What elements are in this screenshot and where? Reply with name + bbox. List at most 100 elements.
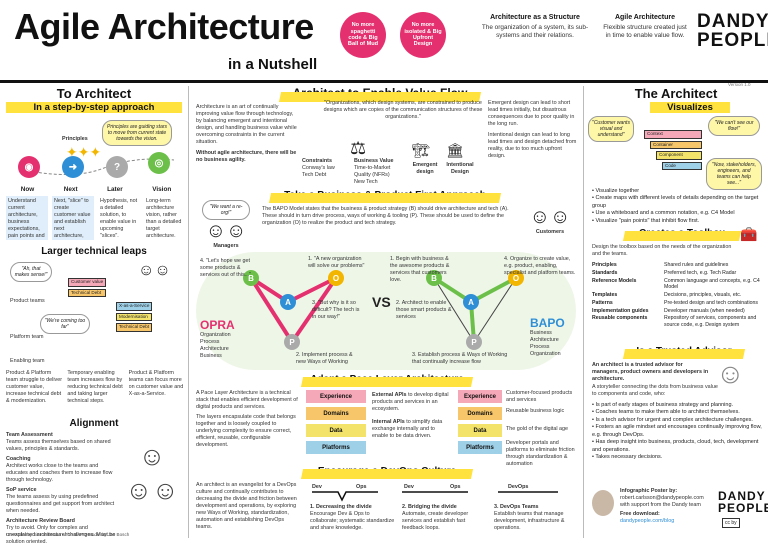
devops-header: Encourage a DevOps Culture xyxy=(300,466,474,479)
devops-combined: DevOps xyxy=(508,484,529,490)
poster-support: with support from the Dandy team xyxy=(620,502,701,509)
opra-step-1: 1. "A new organization will solve our pr… xyxy=(308,256,365,270)
bapo-list-item: Architecture xyxy=(530,337,559,344)
toolbox-key: Reusable components xyxy=(592,315,648,322)
devops-dev-1: Dev xyxy=(312,484,322,490)
alignment-text: Teams assess themselves based on shared … xyxy=(6,439,111,453)
business-value-label: Business Value xyxy=(354,158,394,164)
leap-tags-1: Customer value Technical Debt xyxy=(68,278,107,298)
pace-text-2: The layers encapsulate code that belongs… xyxy=(196,414,296,449)
visual-note-1: "Customer wants visual and understand" xyxy=(588,116,634,142)
visualize-visual: "Customer wants visual and understand" "… xyxy=(588,116,764,190)
the-architect-header: The Architect Visualizes xyxy=(588,86,764,113)
opra-label: OPRA xyxy=(200,318,235,332)
agile-text: Flexible structure created just in time … xyxy=(603,24,687,39)
toolbox-row: Patterns Pre-tested design and tech combi… xyxy=(592,300,766,307)
timeline-path xyxy=(23,158,175,175)
footer-brand-line-1: DANDY xyxy=(718,489,766,503)
advisor-bold: An architect is a trusted advisor for ma… xyxy=(592,362,709,383)
brand-logo: DANDY PEOPLE xyxy=(697,12,768,50)
structure-text: The organization of a system, its sub-sy… xyxy=(481,24,589,39)
location-pin-icon: ◉ xyxy=(18,156,40,178)
toolbox-value: Pre-tested design and tech combinations xyxy=(664,299,759,306)
platforms-note: Developer portals and platforms to elimi… xyxy=(506,440,575,468)
customers-block: ☺☺ Customers xyxy=(522,206,578,236)
timeline-next-text: Next, "slice" to create customer value a… xyxy=(52,196,94,240)
alignment-head: SoP service xyxy=(6,487,37,494)
leaps-visual: "Ah, that makes sense!" "We're coming to… xyxy=(6,258,186,368)
constraints-label: Constraints xyxy=(302,158,332,164)
badge-spaghetti: No more spaghetti code & Big Ball of Mud xyxy=(340,12,386,58)
download-link[interactable]: dandypeople.com/blog xyxy=(620,518,675,525)
timeline-later-text: Hypothesis, not a detailed solution, to … xyxy=(98,196,140,240)
advisor-bullet: Fosters an agile mindset and encourages … xyxy=(592,424,766,439)
devops-divide-svg xyxy=(312,491,558,502)
devops-ops-2: Ops xyxy=(450,484,461,490)
domains-note: Reusable business logic xyxy=(506,408,565,414)
bapo-list-item: Business xyxy=(530,330,552,336)
constraints-block: Constraints Conway's law Tech Debt xyxy=(302,158,352,179)
intentional-text: Intentional design can lead to long lead… xyxy=(488,132,577,160)
layer-data: Data xyxy=(306,424,366,437)
c4-levels: Context Container Component Code xyxy=(644,130,702,171)
bapo-text: The BAPO Model states that the business … xyxy=(262,206,509,227)
opra-list-item: Business xyxy=(200,353,222,360)
toolbox-value: Repository of services, components and s… xyxy=(664,315,757,328)
devops-ops-1: Ops xyxy=(356,484,367,490)
to-architect-title: To Architect xyxy=(56,86,132,101)
step-by-step-title: In a step-by-step approach xyxy=(6,102,182,113)
intro-text: Architecture is an art of continually im… xyxy=(196,104,297,146)
poster-credits: Infographic Poster by: robert.carlsson@d… xyxy=(620,488,716,525)
advisor-figure-icon: ☺ xyxy=(716,358,745,389)
conway-quote: "Organizations, which design systems, ar… xyxy=(323,100,483,121)
constraint-item: Conway's law xyxy=(302,165,335,172)
devops-step-text: Establish teams that manage development,… xyxy=(494,511,565,532)
toolbox-key: Principles xyxy=(592,262,617,268)
leaps-text-1: Product & Platform team struggle to deli… xyxy=(6,370,63,405)
structure-heading: Architecture as a Structure xyxy=(490,14,580,21)
internal-api-text: to simplify data exchange internally and… xyxy=(372,419,443,440)
advisor-bullet: Coaches teams to make them able to archi… xyxy=(592,409,766,416)
alignment-title: Alignment xyxy=(69,418,119,429)
download-head: Free download: xyxy=(620,511,660,518)
experience-note: Customer-focused products and services xyxy=(506,390,573,404)
toolbox-key: Patterns xyxy=(592,299,613,306)
bapo-step-3: 3. Establish process & Ways of Working t… xyxy=(412,352,508,366)
cc-license-icon: cc by xyxy=(722,518,740,528)
c4-container: Container xyxy=(650,140,702,150)
bapo-list-item: Process xyxy=(530,344,550,351)
toolbox-text: Design the toolbox based on the needs of… xyxy=(592,244,732,258)
layer-experience: Experience xyxy=(306,390,366,403)
team-figures-icon: ☺☺ xyxy=(138,262,171,279)
layer-domains-2: Domains xyxy=(458,407,502,420)
principles-label: Principles xyxy=(62,136,88,142)
advisor-bullets: Is part of early stages of business stra… xyxy=(592,402,766,461)
visual-bullet: Create maps with different levels of det… xyxy=(592,195,764,210)
value-item: Time-to-Market xyxy=(354,165,391,172)
opra-step-3: 3. "But why is it so difficult? The tech… xyxy=(312,300,360,321)
constraint-item: Tech Debt xyxy=(302,172,327,179)
data-note: The gold of the digital age xyxy=(506,426,569,432)
layer-platforms-2: Platforms xyxy=(458,441,502,454)
value-flow-header: Architect to Enable Value Flow xyxy=(278,86,482,102)
emergent-design-icon: 🏗 xyxy=(412,142,430,158)
devops-visual: Dev Ops Dev Ops DevOps xyxy=(308,484,580,502)
devops-step-head: 1. Decreasing the divide xyxy=(310,504,372,510)
principles-note: Principles are guiding stars to move fro… xyxy=(102,120,172,146)
version-label: Version 1.0 xyxy=(728,82,751,87)
tag-tech-debt-2: Technical Debt xyxy=(116,323,153,332)
intro-block: Architecture is an art of continually im… xyxy=(196,104,300,164)
opra-node-a: A xyxy=(280,294,296,310)
leaps-descriptions: Product & Platform team struggle to deli… xyxy=(6,370,186,412)
agile-heading: Agile Architecture xyxy=(614,14,676,21)
advisor-bullet: Takes necessary decisions. xyxy=(592,454,766,461)
enabling-team-label: Enabling team xyxy=(10,358,45,364)
bapo-header: Take a Business & Product First Approach xyxy=(268,190,502,203)
customers-icon: ☺☺ xyxy=(529,206,571,228)
visual-bullet: Visualize "pain points" that inhibit flo… xyxy=(592,218,764,225)
devops-text: An architect is an evangelist for a DevO… xyxy=(196,482,297,531)
